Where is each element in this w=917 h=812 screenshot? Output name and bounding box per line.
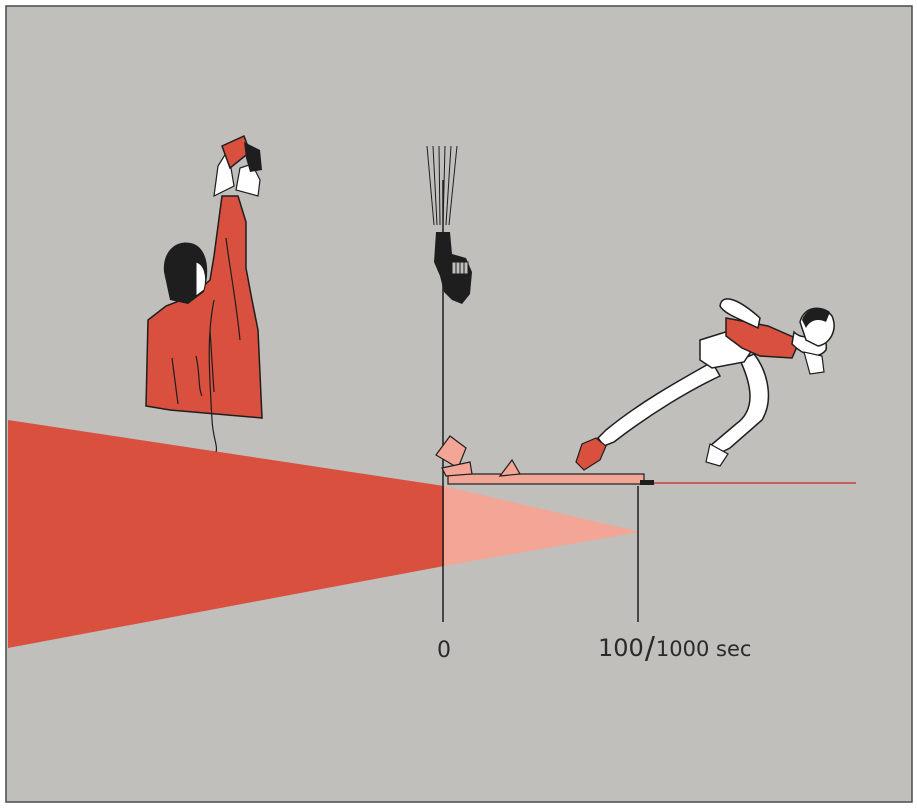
time-zero-label: 0: [437, 640, 451, 662]
background-panel: [6, 6, 912, 802]
time-numerator: 100: [598, 634, 644, 662]
rail-end: [640, 480, 654, 485]
time-denominator: 1000 sec: [656, 637, 752, 661]
starting-block-rail: [448, 474, 644, 484]
reaction-time-label: 100/1000 sec: [598, 632, 751, 662]
time-slash: /: [645, 631, 655, 666]
